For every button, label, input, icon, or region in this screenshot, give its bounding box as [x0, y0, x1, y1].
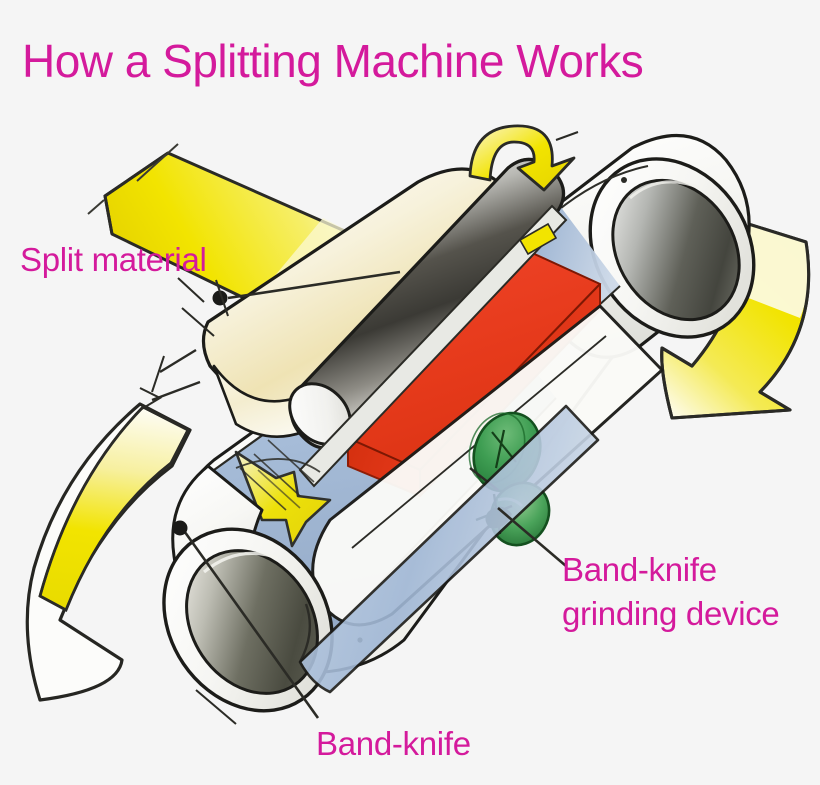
page-title: How a Splitting Machine Works — [22, 35, 644, 87]
arrow-knife-feed-small — [234, 450, 332, 548]
sketch-hatch-lines — [235, 439, 321, 511]
arrow-roller-rotation-loop — [468, 124, 579, 192]
callout-grinding-device: Band-knife grinding device — [562, 548, 780, 636]
upper-right-band-wheel — [526, 134, 756, 359]
callout-split-material: Split material — [20, 241, 207, 278]
leader-band-knife — [172, 520, 320, 719]
arrow-material-in-right — [660, 220, 811, 420]
band-knife-belt-front — [298, 404, 600, 694]
leader-split-material — [212, 270, 401, 317]
callout-grinding-line-2: grinding device — [562, 594, 780, 632]
leader-grinding-device — [497, 507, 567, 567]
arrow-material-out-lower-left — [25, 402, 192, 702]
callout-grinding-line-1: Band-knife — [562, 551, 717, 588]
band-knife-blade-edge — [298, 204, 568, 488]
lower-left-band-wheel — [162, 464, 363, 725]
callout-band-knife: Band-knife — [316, 725, 471, 762]
